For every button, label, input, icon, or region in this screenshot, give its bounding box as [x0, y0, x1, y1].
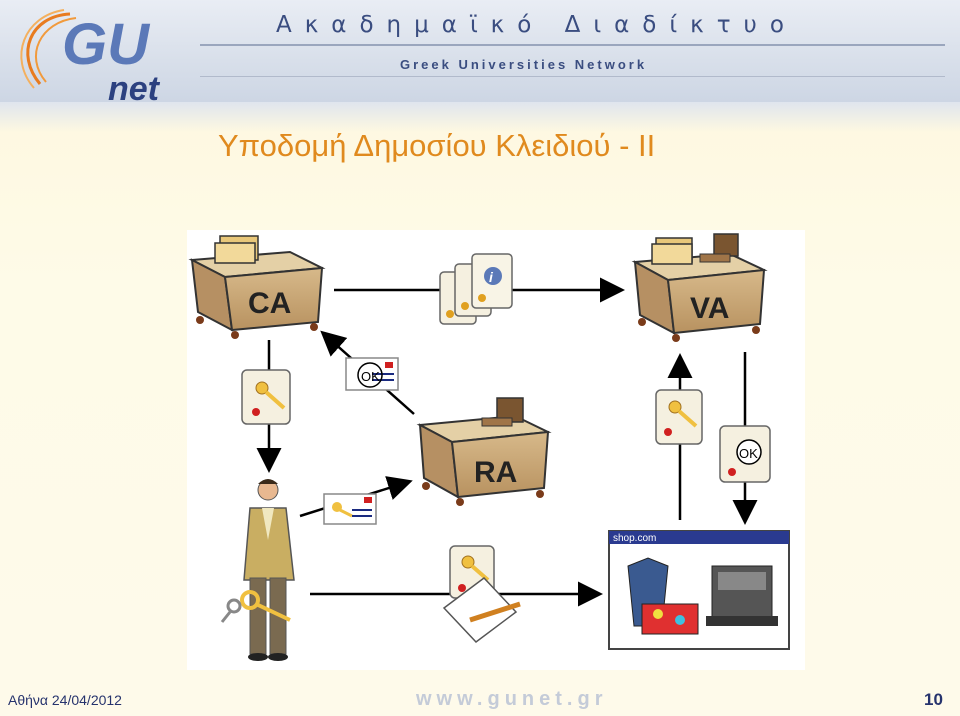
user-figure: [244, 479, 294, 661]
ok-stamp-1: OK: [361, 369, 380, 384]
ok-certificate-icon: OK: [720, 426, 770, 482]
ra-label: RA: [474, 456, 517, 489]
ca-label: CA: [248, 287, 291, 320]
ra-desk: RA: [420, 398, 548, 506]
footer-url: www.gunet.gr: [416, 688, 607, 711]
request-card-icon: [324, 494, 376, 524]
page-number: 10: [924, 690, 943, 710]
ok-stamp-2: OK: [739, 446, 758, 461]
certificate-list-icon: i: [440, 254, 512, 324]
shop-window: shop.com: [609, 531, 789, 649]
va-desk: VA: [635, 234, 764, 342]
footer-date: Αθήνα 24/04/2012: [8, 692, 122, 708]
key-certificate-icon-2: [656, 390, 702, 444]
va-label: VA: [690, 292, 729, 325]
ca-desk: CA: [192, 236, 322, 339]
ok-request-card: OK: [346, 358, 398, 390]
shop-title: shop.com: [613, 533, 656, 544]
key-certificate-icon-1: [242, 370, 290, 424]
